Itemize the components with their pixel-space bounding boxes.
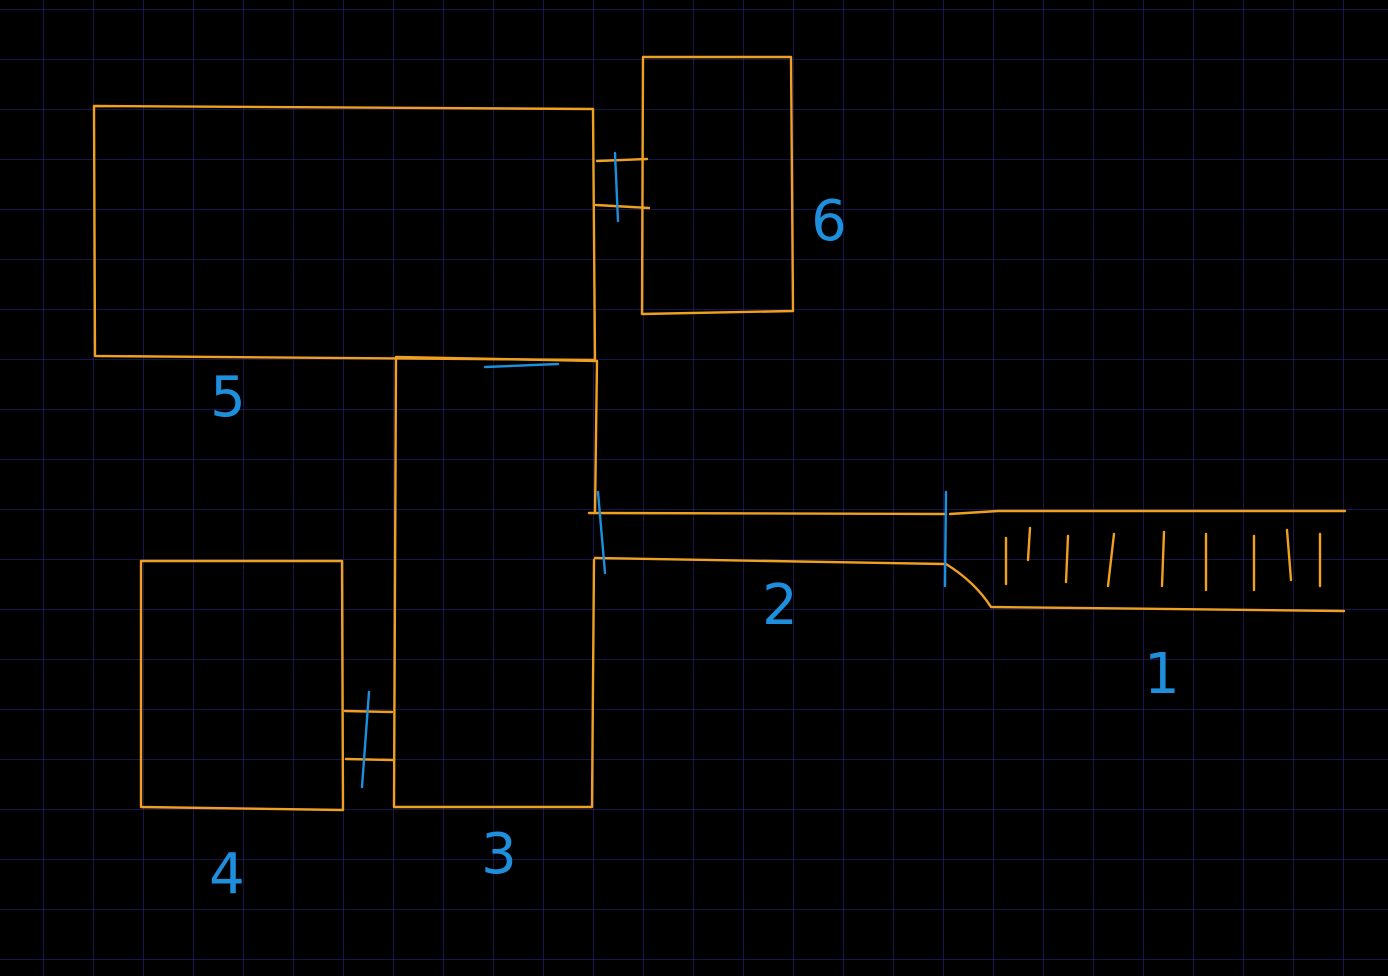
room-2-bottom-wall [593,556,946,566]
room-6 [640,55,795,316]
stair-step [1026,526,1032,562]
room-labels: 1 2 3 4 5 6 [209,189,1180,907]
room-4 [139,559,345,812]
passage-4-3-bottom [344,757,395,762]
room-4-walls [139,559,345,812]
room-1-top-wall [948,509,1347,516]
room-5-walls [92,104,597,362]
passage-5-6-bottom [594,203,651,210]
doors [360,151,948,789]
room-2 [587,511,948,566]
room-2-top-wall [587,511,948,516]
room-1 [944,509,1347,613]
stair-step [1064,534,1070,584]
stairs-room-1 [1004,526,1322,592]
room-3-label: 3 [481,822,517,887]
stair-step [1285,528,1293,582]
room-2-label: 2 [762,573,798,638]
room-5 [92,104,597,362]
door-5-6 [613,151,620,223]
stair-step [1160,530,1166,588]
room-4-label: 4 [209,842,245,907]
door-2-1 [943,490,948,588]
room-6-label: 6 [811,189,847,254]
room-3-walls [392,355,599,809]
passage-5-6-top [595,157,649,163]
room-6-walls [640,55,795,316]
passage-4-3 [343,709,395,762]
stair-step [1106,532,1116,588]
passage-5-6 [594,157,651,210]
door-4-3 [360,690,371,789]
room-1-label: 1 [1144,642,1180,707]
room-1-bottom-wall [944,562,1346,613]
door-5-3 [483,362,560,369]
door-3-2 [596,490,607,575]
room-3 [392,355,599,809]
room-5-label: 5 [210,365,246,430]
